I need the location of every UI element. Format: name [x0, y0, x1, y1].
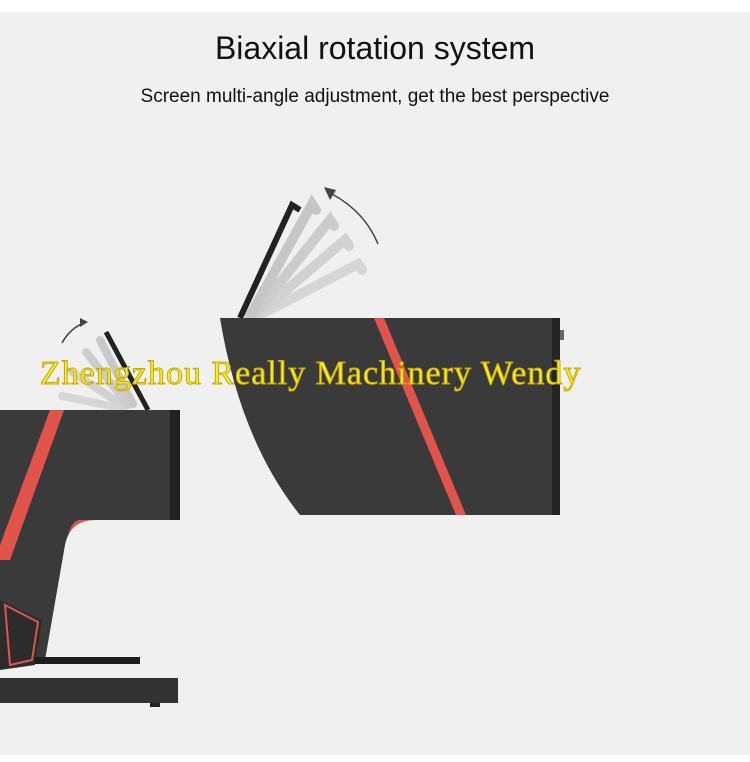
large-screen-ghosts	[245, 194, 367, 321]
large-screen	[237, 200, 302, 320]
large-rotation-arrow	[331, 193, 379, 245]
page-subtitle: Screen multi-angle adjustment, get the b…	[140, 86, 610, 107]
small-arrow-head	[80, 318, 88, 327]
page-title: Biaxial rotation system	[214, 30, 536, 66]
small-screen-ghosts	[58, 336, 137, 412]
large-arrow-head	[324, 187, 336, 200]
small-device-body	[0, 410, 180, 707]
small-screen	[103, 330, 151, 412]
watermark-text: Zhengzhou Really Machinery Wendy	[40, 355, 582, 393]
large-device-closeup	[220, 318, 564, 515]
